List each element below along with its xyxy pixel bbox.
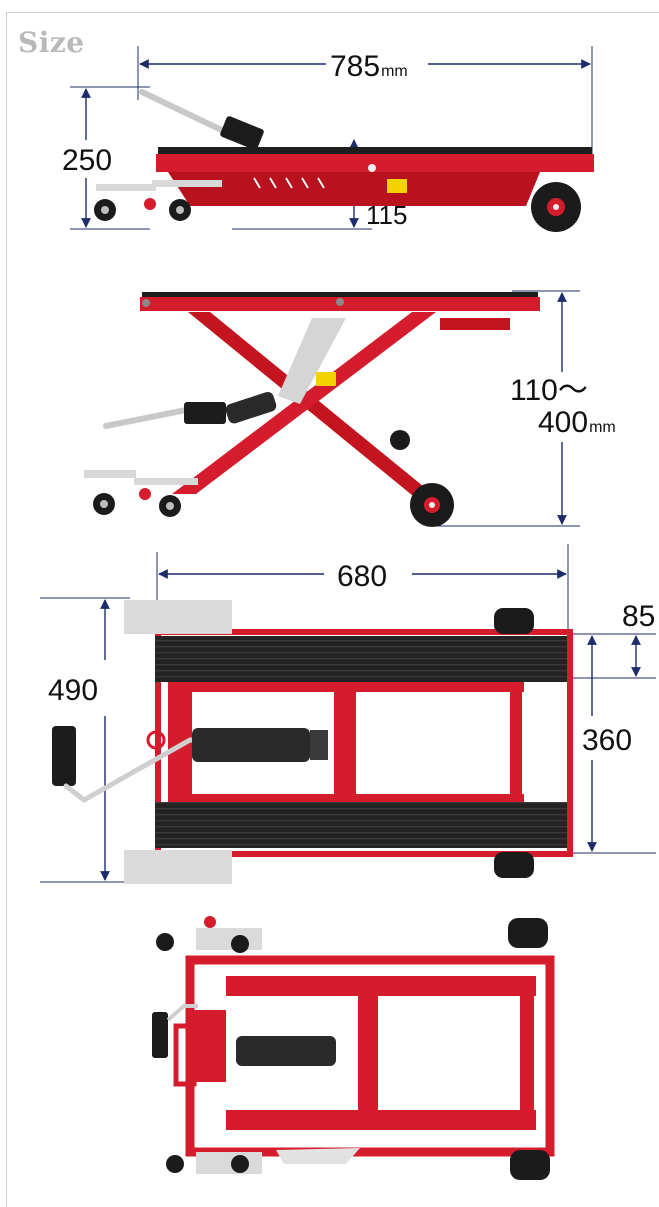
raised-view: 110～ 400mm (84, 290, 616, 527)
height-dimension-label: 250 (62, 144, 112, 177)
wheel-icon (494, 608, 534, 634)
scissor-arm-left (188, 312, 440, 500)
inner-gap-dimension-label: 360 (582, 724, 632, 757)
pump-handle-icon (103, 407, 189, 429)
bottom-view (152, 916, 555, 1180)
size-title: Size (18, 26, 85, 59)
scissor-arm-right (172, 312, 436, 494)
hydraulic-cylinder-icon (236, 1036, 336, 1066)
side-base-frame (168, 172, 540, 206)
wheel-icon (508, 918, 548, 948)
caster-icon (156, 933, 174, 951)
top-rubber-strip-lower (155, 802, 567, 848)
side-ratchet-teeth (253, 177, 325, 189)
depth-dimension-label: 490 (48, 674, 98, 707)
top-rubber-strip-upper (155, 636, 567, 682)
hydraulic-cylinder-icon (225, 392, 277, 424)
caster-icon (166, 1155, 184, 1173)
ratchet-bracket (276, 1148, 360, 1164)
pump-handle-icon (139, 89, 237, 139)
wheel-icon (494, 852, 534, 878)
warning-label-icon (387, 179, 407, 193)
warning-label-icon (316, 372, 336, 386)
pump-handle-grip (52, 726, 76, 786)
top-cross-member (334, 684, 356, 802)
width-dimension-label: 680 (337, 560, 387, 593)
pump-handle-grip (152, 1012, 168, 1058)
top-outer-frame (155, 629, 573, 857)
side-view: 785mm 250 115 (62, 46, 594, 232)
caster-plate-top (124, 600, 232, 634)
caster-icon (231, 935, 249, 953)
ratchet-bracket (278, 318, 346, 404)
content-frame (6, 12, 659, 1207)
caster-icon (231, 1155, 249, 1173)
hydraulic-cylinder-icon (192, 728, 310, 762)
length-dimension-label: 785mm (330, 50, 408, 83)
range-max-label: 400mm (538, 406, 616, 439)
strip-dimension-label: 85 (622, 600, 655, 633)
range-min-label: 110～ (510, 374, 588, 407)
bottom-cross-member (358, 996, 378, 1110)
wheel-icon (510, 1150, 550, 1180)
top-view: 680 490 360 85 (40, 544, 656, 884)
side-top-rubber (158, 147, 592, 155)
caster-plate-bottom (124, 850, 232, 884)
side-top-deck (156, 154, 594, 172)
